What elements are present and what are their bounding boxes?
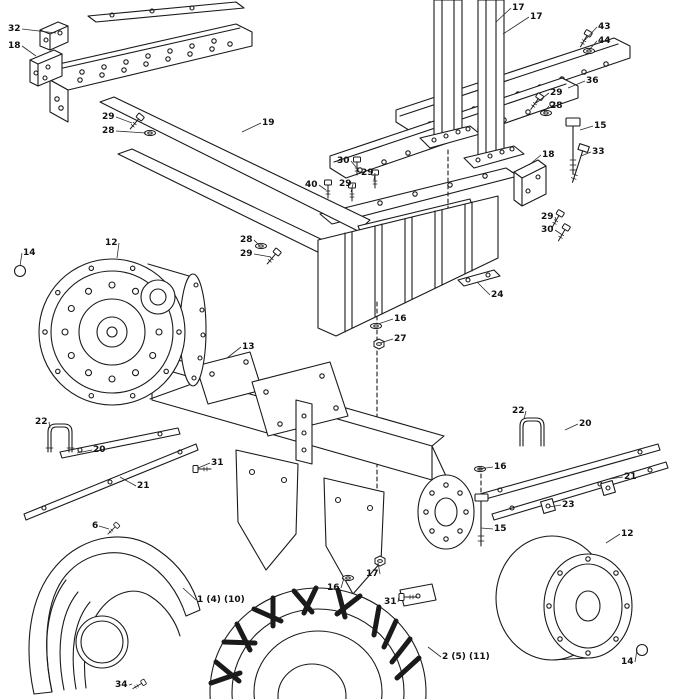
support-channel-17-rear: [463, 0, 525, 169]
u-bolt-22-right: [519, 417, 545, 447]
gusset-left: [235, 449, 299, 571]
bracket-18-right: [513, 159, 547, 207]
tire: [208, 585, 427, 699]
bolt-15-top: [565, 117, 581, 175]
bolt-33: [571, 143, 590, 183]
u-bolt-22-left: [45, 423, 75, 453]
axle-housing-13: [151, 351, 475, 550]
gusset-right: [323, 477, 385, 595]
weight-bracket: [317, 195, 499, 337]
bolt-15-bottom: [474, 493, 489, 547]
spacer-block-23: [540, 498, 556, 514]
wheel-hub-right: [495, 535, 649, 661]
top-edge-channel: [87, 1, 245, 23]
hardware-top: [126, 28, 596, 267]
spacer-block-23b: [600, 480, 616, 496]
bracket-32: [39, 21, 69, 51]
fender-bracket-strips-right: [479, 443, 669, 521]
fender-left: [28, 536, 201, 695]
support-channel-17-front: [419, 0, 481, 149]
plug-14-right: [635, 643, 649, 657]
tire-lugs: [208, 585, 422, 686]
plate-24: [457, 269, 501, 287]
final-drive-hub-left: [13, 258, 207, 406]
frame-rail-left: [49, 23, 253, 123]
bracket-18-left: [29, 49, 63, 87]
